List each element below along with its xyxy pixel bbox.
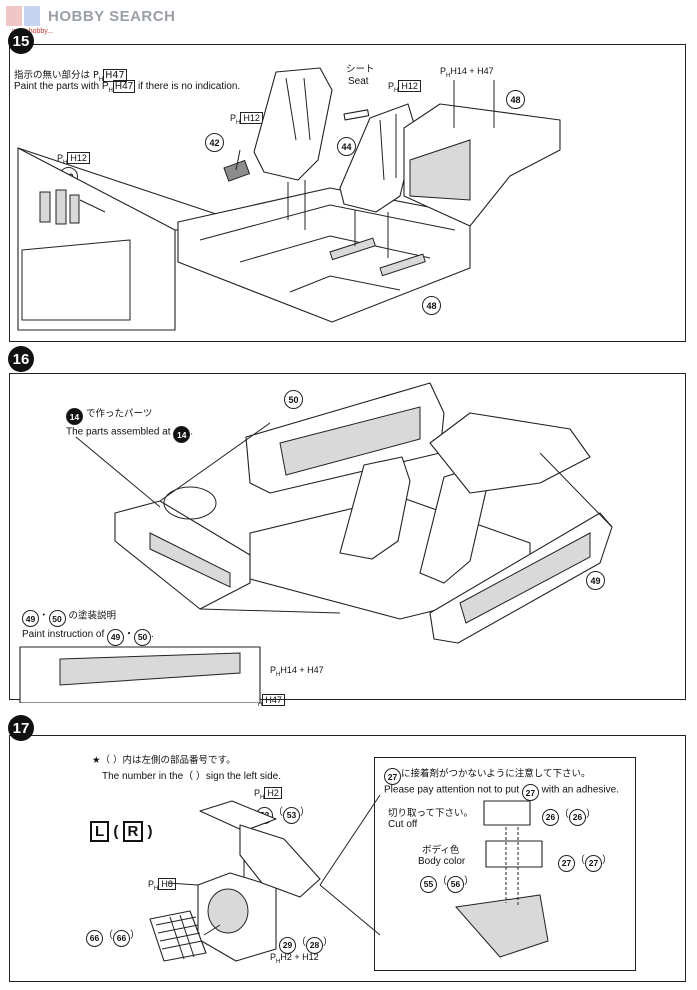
seat-label-en: Seat bbox=[348, 76, 369, 87]
part-50: 50 bbox=[284, 390, 303, 409]
body-color-jp: ボディ色 bbox=[422, 845, 460, 856]
parts-29-28: 29（28） bbox=[279, 933, 333, 954]
parts-26-26: 26（26） bbox=[542, 805, 596, 826]
step-17-number: 17 bbox=[8, 715, 34, 741]
parts-66-66: 66（66） bbox=[86, 926, 140, 947]
watermark-brand: HOBBY SEARCH bbox=[48, 8, 176, 25]
body-color-en: Body color bbox=[418, 856, 466, 867]
paint-code-h14-h47: PHH14 + H47 bbox=[440, 66, 494, 79]
step-17-note-en: The number in the（ ）sign the left side. bbox=[102, 771, 281, 782]
step-17-note-jp: ★（ ）内は左側の部品番号です。 bbox=[92, 755, 236, 766]
part-48-bottom: 48 bbox=[422, 296, 441, 315]
adhesive-note-en: Please pay attention not to put 27 with … bbox=[384, 781, 619, 801]
watermark-logo-icon bbox=[6, 6, 40, 26]
paint-code-h2-h12: PHH2 + H12 bbox=[270, 952, 319, 965]
part-44: 44 bbox=[337, 137, 356, 156]
step-16-reference-jp: 14 で作ったパーツ bbox=[66, 405, 152, 425]
part-48-top: 48 bbox=[506, 90, 525, 109]
parts-27-27: 27（27） bbox=[558, 851, 612, 872]
step-17-console-illustration bbox=[149, 794, 549, 962]
watermark-url: www.hobby... bbox=[12, 28, 54, 35]
step-16-reference-en: The parts assembled at 14. bbox=[66, 423, 193, 443]
cut-off-jp: 切り取って下さい。 bbox=[388, 808, 474, 819]
step-15-number: 15 bbox=[8, 28, 34, 54]
step-16-paint-en: Paint instruction of 49・50. bbox=[22, 625, 154, 646]
parts-55-56: 55（56） bbox=[420, 872, 474, 893]
cut-off-en: Cut off bbox=[388, 819, 418, 830]
step-15-interior-illustration bbox=[17, 67, 561, 331]
step-16-paint-jp: 49・50 の塗装説明 bbox=[22, 607, 116, 627]
door-paint-code-h14-h47: PHH14 + H47 bbox=[270, 665, 324, 678]
seat-label-jp: シート bbox=[346, 64, 375, 75]
part-49: 49 bbox=[586, 571, 605, 590]
step-16-assembly-illustration bbox=[19, 382, 613, 703]
part-42: 42 bbox=[205, 133, 224, 152]
side-indicator: L ( R ) bbox=[90, 821, 153, 842]
step-16-number: 16 bbox=[8, 346, 34, 372]
